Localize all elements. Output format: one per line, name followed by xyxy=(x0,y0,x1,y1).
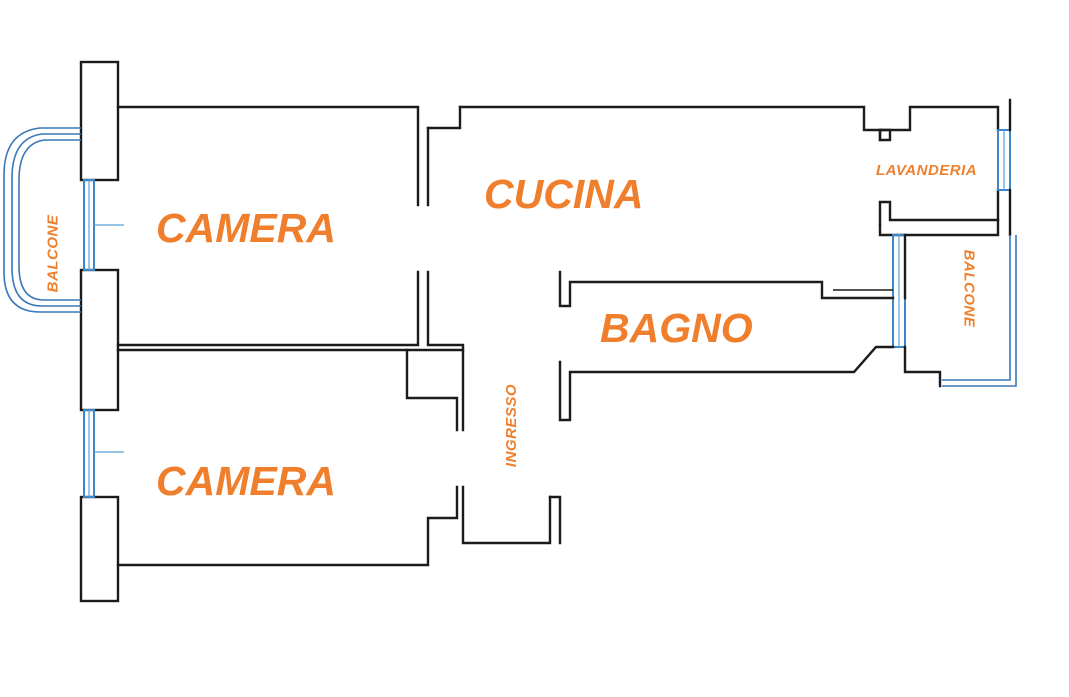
right-balcony xyxy=(942,235,1017,387)
lavanderia-walls xyxy=(878,105,1000,237)
room-label-ingresso: INGRESSO xyxy=(503,383,521,468)
room-label-bagno: BAGNO xyxy=(600,305,753,351)
room-label-camera-top: CAMERA xyxy=(156,205,336,251)
right-windows xyxy=(892,98,1012,348)
left-exterior-wall xyxy=(79,60,120,603)
ingresso-walls xyxy=(548,495,562,545)
bagno-walls xyxy=(558,233,942,422)
room-label-camera-bottom: CAMERA xyxy=(156,458,336,504)
room-label-balcone-right: BALCONE xyxy=(960,249,978,328)
room-label-lavanderia: LAVANDERIA xyxy=(876,162,978,179)
room-label-balcone-left: BALCONE xyxy=(44,214,62,293)
left-balcony xyxy=(3,127,81,313)
room-label-cucina: CUCINA xyxy=(484,171,644,217)
left-window-top xyxy=(83,179,124,271)
left-window-bottom xyxy=(83,409,124,498)
cucina-walls xyxy=(426,105,1000,352)
